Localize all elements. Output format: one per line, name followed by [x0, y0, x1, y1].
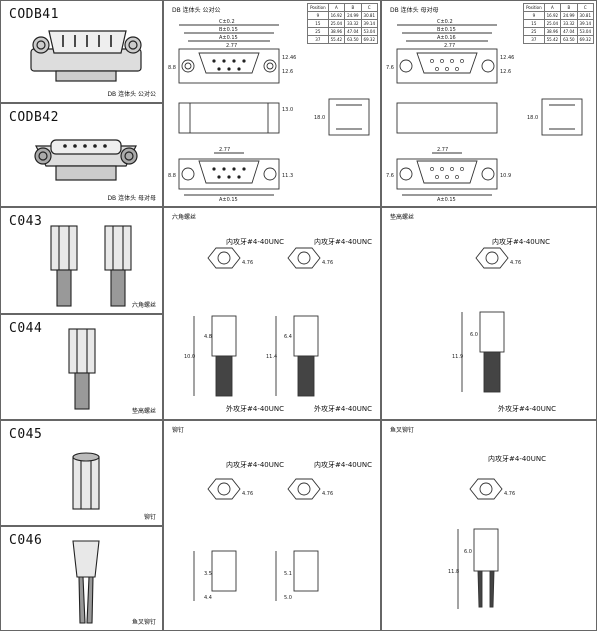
svg-text:4.76: 4.76 — [322, 260, 333, 266]
svg-text:12.6: 12.6 — [282, 69, 293, 75]
db-left-title: DB 连体头 公对公 — [172, 7, 221, 14]
c043-caption: 六角螺丝 — [131, 302, 156, 309]
svg-text:2.77: 2.77 — [226, 43, 237, 49]
c044-code: C044 — [9, 321, 43, 336]
svg-text:外攻牙#4-40UNC: 外攻牙#4-40UNC — [498, 404, 556, 413]
svg-text:10.9: 10.9 — [500, 173, 511, 179]
standoff-title: 垫高螺丝 — [390, 214, 415, 221]
c046-code: C046 — [9, 533, 43, 548]
svg-text:13.0: 13.0 — [282, 107, 293, 113]
svg-text:B±0.15: B±0.15 — [437, 27, 456, 33]
svg-text:4.76: 4.76 — [242, 491, 253, 497]
svg-text:12.6: 12.6 — [500, 69, 511, 75]
svg-text:内攻牙#4-40UNC: 内攻牙#4-40UNC — [488, 454, 546, 463]
codb41-caption: DB 连体头 公对公 — [107, 91, 156, 98]
svg-text:2.77: 2.77 — [219, 147, 230, 153]
svg-text:11.4: 11.4 — [266, 354, 277, 360]
hex-screw-drawing-panel: 六角螺丝 内攻牙#4-40UNC 内攻牙#4-40UNC 外攻牙#4-40UNC… — [163, 207, 381, 420]
svg-text:4.8: 4.8 — [204, 334, 212, 340]
c046-caption: 鱼叉铆钉 — [131, 619, 156, 626]
codb42-code: CODB42 — [9, 110, 59, 125]
svg-text:18.0: 18.0 — [527, 115, 538, 121]
svg-text:4.76: 4.76 — [504, 491, 515, 497]
svg-text:C±0.2: C±0.2 — [219, 19, 235, 25]
rivet-technical-drawing: 内攻牙#4-40UNC 内攻牙#4-40UNC 4.76 4.76 3.5 5.… — [193, 460, 372, 601]
svg-text:4.76: 4.76 — [510, 260, 521, 266]
fork-rivet-drawing-panel: 鱼叉铆钉 内攻牙#4-40UNC 4.76 6.0 11.8 — [381, 420, 597, 631]
svg-text:11.9: 11.9 — [452, 354, 463, 360]
svg-text:4.76: 4.76 — [322, 491, 333, 497]
svg-text:内攻牙#4-40UNC: 内攻牙#4-40UNC — [314, 237, 372, 246]
svg-text:6.0: 6.0 — [470, 332, 478, 338]
svg-text:A±0.15: A±0.15 — [219, 197, 238, 203]
svg-text:A±0.15: A±0.15 — [219, 35, 238, 41]
hex-title: 六角螺丝 — [172, 214, 197, 221]
codb41-photo-cell: CODB41 DB 连体头 公对公 — [0, 0, 163, 103]
c043-photo-cell: C043 六角螺丝 — [0, 207, 163, 314]
hex-screw-drawing — [50, 225, 132, 307]
fork-rivet-drawing — [72, 540, 100, 624]
svg-text:2.77: 2.77 — [437, 147, 448, 153]
svg-text:7.6: 7.6 — [386, 65, 394, 71]
standoff-drawing-panel: 垫高螺丝 内攻牙#4-40UNC 外攻牙#4-40UNC 4.76 6.0 11… — [381, 207, 597, 420]
svg-text:外攻牙#4-40UNC: 外攻牙#4-40UNC — [226, 404, 284, 413]
svg-text:A±0.15: A±0.15 — [437, 197, 456, 203]
c045-caption: 铆钉 — [143, 514, 156, 521]
standoff-screw-drawing — [68, 328, 96, 410]
c046-photo-cell: C046 鱼叉铆钉 — [0, 526, 163, 631]
rivet-title: 铆钉 — [172, 427, 185, 434]
svg-text:8.8: 8.8 — [168, 173, 176, 179]
svg-text:内攻牙#4-40UNC: 内攻牙#4-40UNC — [226, 237, 284, 246]
rivet-drawing — [72, 452, 100, 510]
svg-text:外攻牙#4-40UNC: 外攻牙#4-40UNC — [314, 404, 372, 413]
svg-text:A±0.16: A±0.16 — [437, 35, 456, 41]
svg-text:3.5: 3.5 — [204, 571, 212, 577]
svg-text:2.77: 2.77 — [444, 43, 455, 49]
c045-photo-cell: C045 铆钉 — [0, 420, 163, 526]
fork-rivet-technical-drawing: 内攻牙#4-40UNC 4.76 6.0 11.8 — [448, 454, 546, 609]
svg-text:内攻牙#4-40UNC: 内攻牙#4-40UNC — [492, 237, 550, 246]
fork-title: 鱼叉铆钉 — [390, 427, 415, 434]
db-male-connector-drawing — [30, 30, 142, 82]
db-female-technical-drawing: C±0.2 B±0.15 A±0.16 2.77 12.46 12.6 7.6 … — [386, 19, 583, 203]
svg-text:内攻牙#4-40UNC: 内攻牙#4-40UNC — [314, 460, 372, 469]
svg-text:8.8: 8.8 — [168, 65, 176, 71]
db-male-technical-drawing: C±0.2 B±0.15 A±0.15 2.77 12.46 12.6 8.8 … — [168, 19, 370, 203]
svg-text:6.4: 6.4 — [284, 334, 292, 340]
c045-code: C045 — [9, 427, 43, 442]
c044-caption: 垫高螺丝 — [131, 408, 156, 415]
codb42-photo-cell: CODB42 DB 连体头 母对母 — [0, 103, 163, 207]
svg-text:4.76: 4.76 — [242, 260, 253, 266]
hex-screw-technical-drawing: 内攻牙#4-40UNC 内攻牙#4-40UNC 外攻牙#4-40UNC 外攻牙#… — [184, 237, 372, 413]
svg-text:5.0: 5.0 — [284, 595, 292, 601]
svg-text:内攻牙#4-40UNC: 内攻牙#4-40UNC — [226, 460, 284, 469]
svg-text:C±0.2: C±0.2 — [437, 19, 453, 25]
svg-text:B±0.15: B±0.15 — [219, 27, 238, 33]
codb41-code: CODB41 — [9, 7, 59, 22]
codb42-caption: DB 连体头 母对母 — [107, 195, 156, 202]
standoff-technical-drawing: 内攻牙#4-40UNC 外攻牙#4-40UNC 4.76 6.0 11.9 — [452, 237, 556, 413]
svg-text:10.0: 10.0 — [184, 354, 195, 360]
svg-text:12.46: 12.46 — [500, 55, 514, 61]
db-female-connector-drawing — [34, 139, 138, 181]
svg-text:12.46: 12.46 — [282, 55, 296, 61]
svg-text:7.6: 7.6 — [386, 173, 394, 179]
svg-text:5.1: 5.1 — [284, 571, 292, 577]
svg-text:11.3: 11.3 — [282, 173, 293, 179]
svg-text:18.0: 18.0 — [314, 115, 325, 121]
svg-text:11.8: 11.8 — [448, 569, 459, 575]
c043-code: C043 — [9, 214, 43, 229]
svg-text:6.0: 6.0 — [464, 549, 472, 555]
c044-photo-cell: C044 垫高螺丝 — [0, 314, 163, 420]
svg-text:4.4: 4.4 — [204, 595, 212, 601]
rivet-drawing-panel: 铆钉 内攻牙#4-40UNC 内攻牙#4-40UNC 4.76 4.76 3.5… — [163, 420, 381, 631]
db-right-title: DB 连体头 母对母 — [390, 7, 439, 14]
